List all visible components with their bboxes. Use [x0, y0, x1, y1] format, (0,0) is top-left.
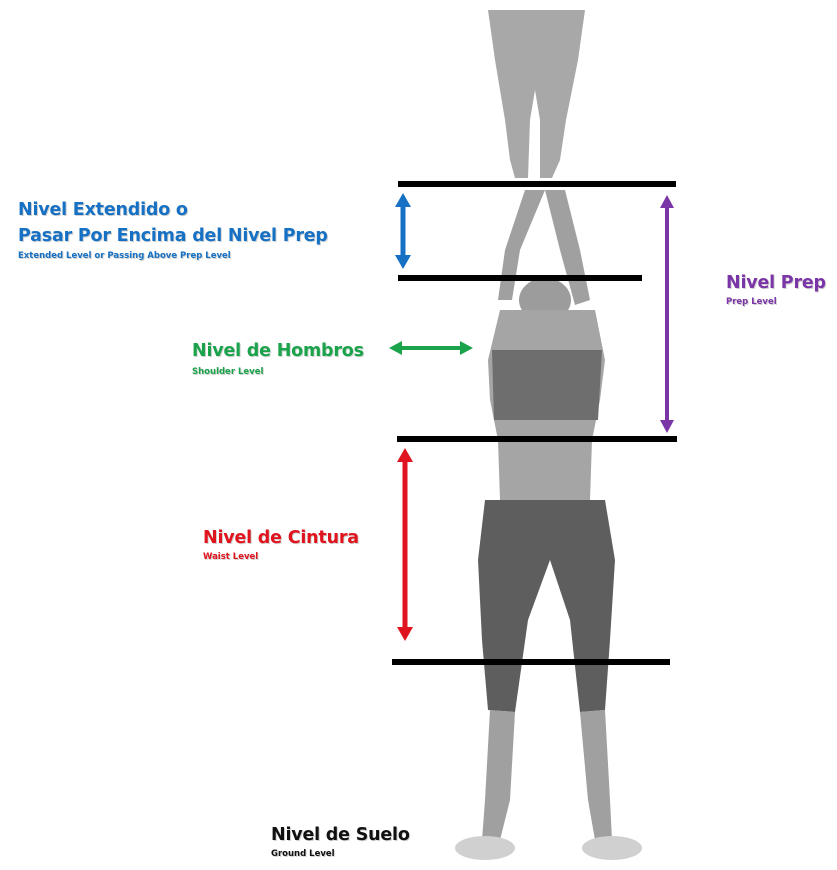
prep-level-arrow	[660, 195, 674, 433]
waist-level-subtitle: Waist Level	[203, 551, 359, 563]
ground-level-subtitle: Ground Level	[271, 848, 410, 860]
extended-level-title-line2: Pasar Por Encima del Nivel Prep	[18, 225, 328, 247]
waist-level-title: Nivel de Cintura	[203, 527, 359, 549]
extended-level-subtitle: Extended Level or Passing Above Prep Lev…	[18, 250, 328, 262]
waist-level-arrow	[397, 448, 413, 641]
ground-level-title: Nivel de Suelo	[271, 824, 410, 846]
shoulder-level-arrow	[389, 341, 473, 355]
shoulder-level-title: Nivel de Hombros	[192, 340, 364, 362]
extended-level-title-line1: Nivel Extendido o	[18, 199, 328, 221]
extended-level-arrow	[395, 193, 411, 269]
shoulder-level-label: Nivel de Hombros Shoulder Level	[192, 340, 364, 378]
prep-level-label: Nivel Prep Prep Level	[726, 272, 826, 308]
prep-level-subtitle: Prep Level	[726, 296, 826, 308]
waist-level-label: Nivel de Cintura Waist Level	[203, 527, 359, 563]
extended-level-label: Nivel Extendido o Pasar Por Encima del N…	[18, 199, 328, 262]
shoulder-level-subtitle: Shoulder Level	[192, 366, 364, 378]
ground-level-label: Nivel de Suelo Ground Level	[271, 824, 410, 860]
athlete-photo	[455, 10, 642, 860]
prep-level-title: Nivel Prep	[726, 272, 826, 294]
